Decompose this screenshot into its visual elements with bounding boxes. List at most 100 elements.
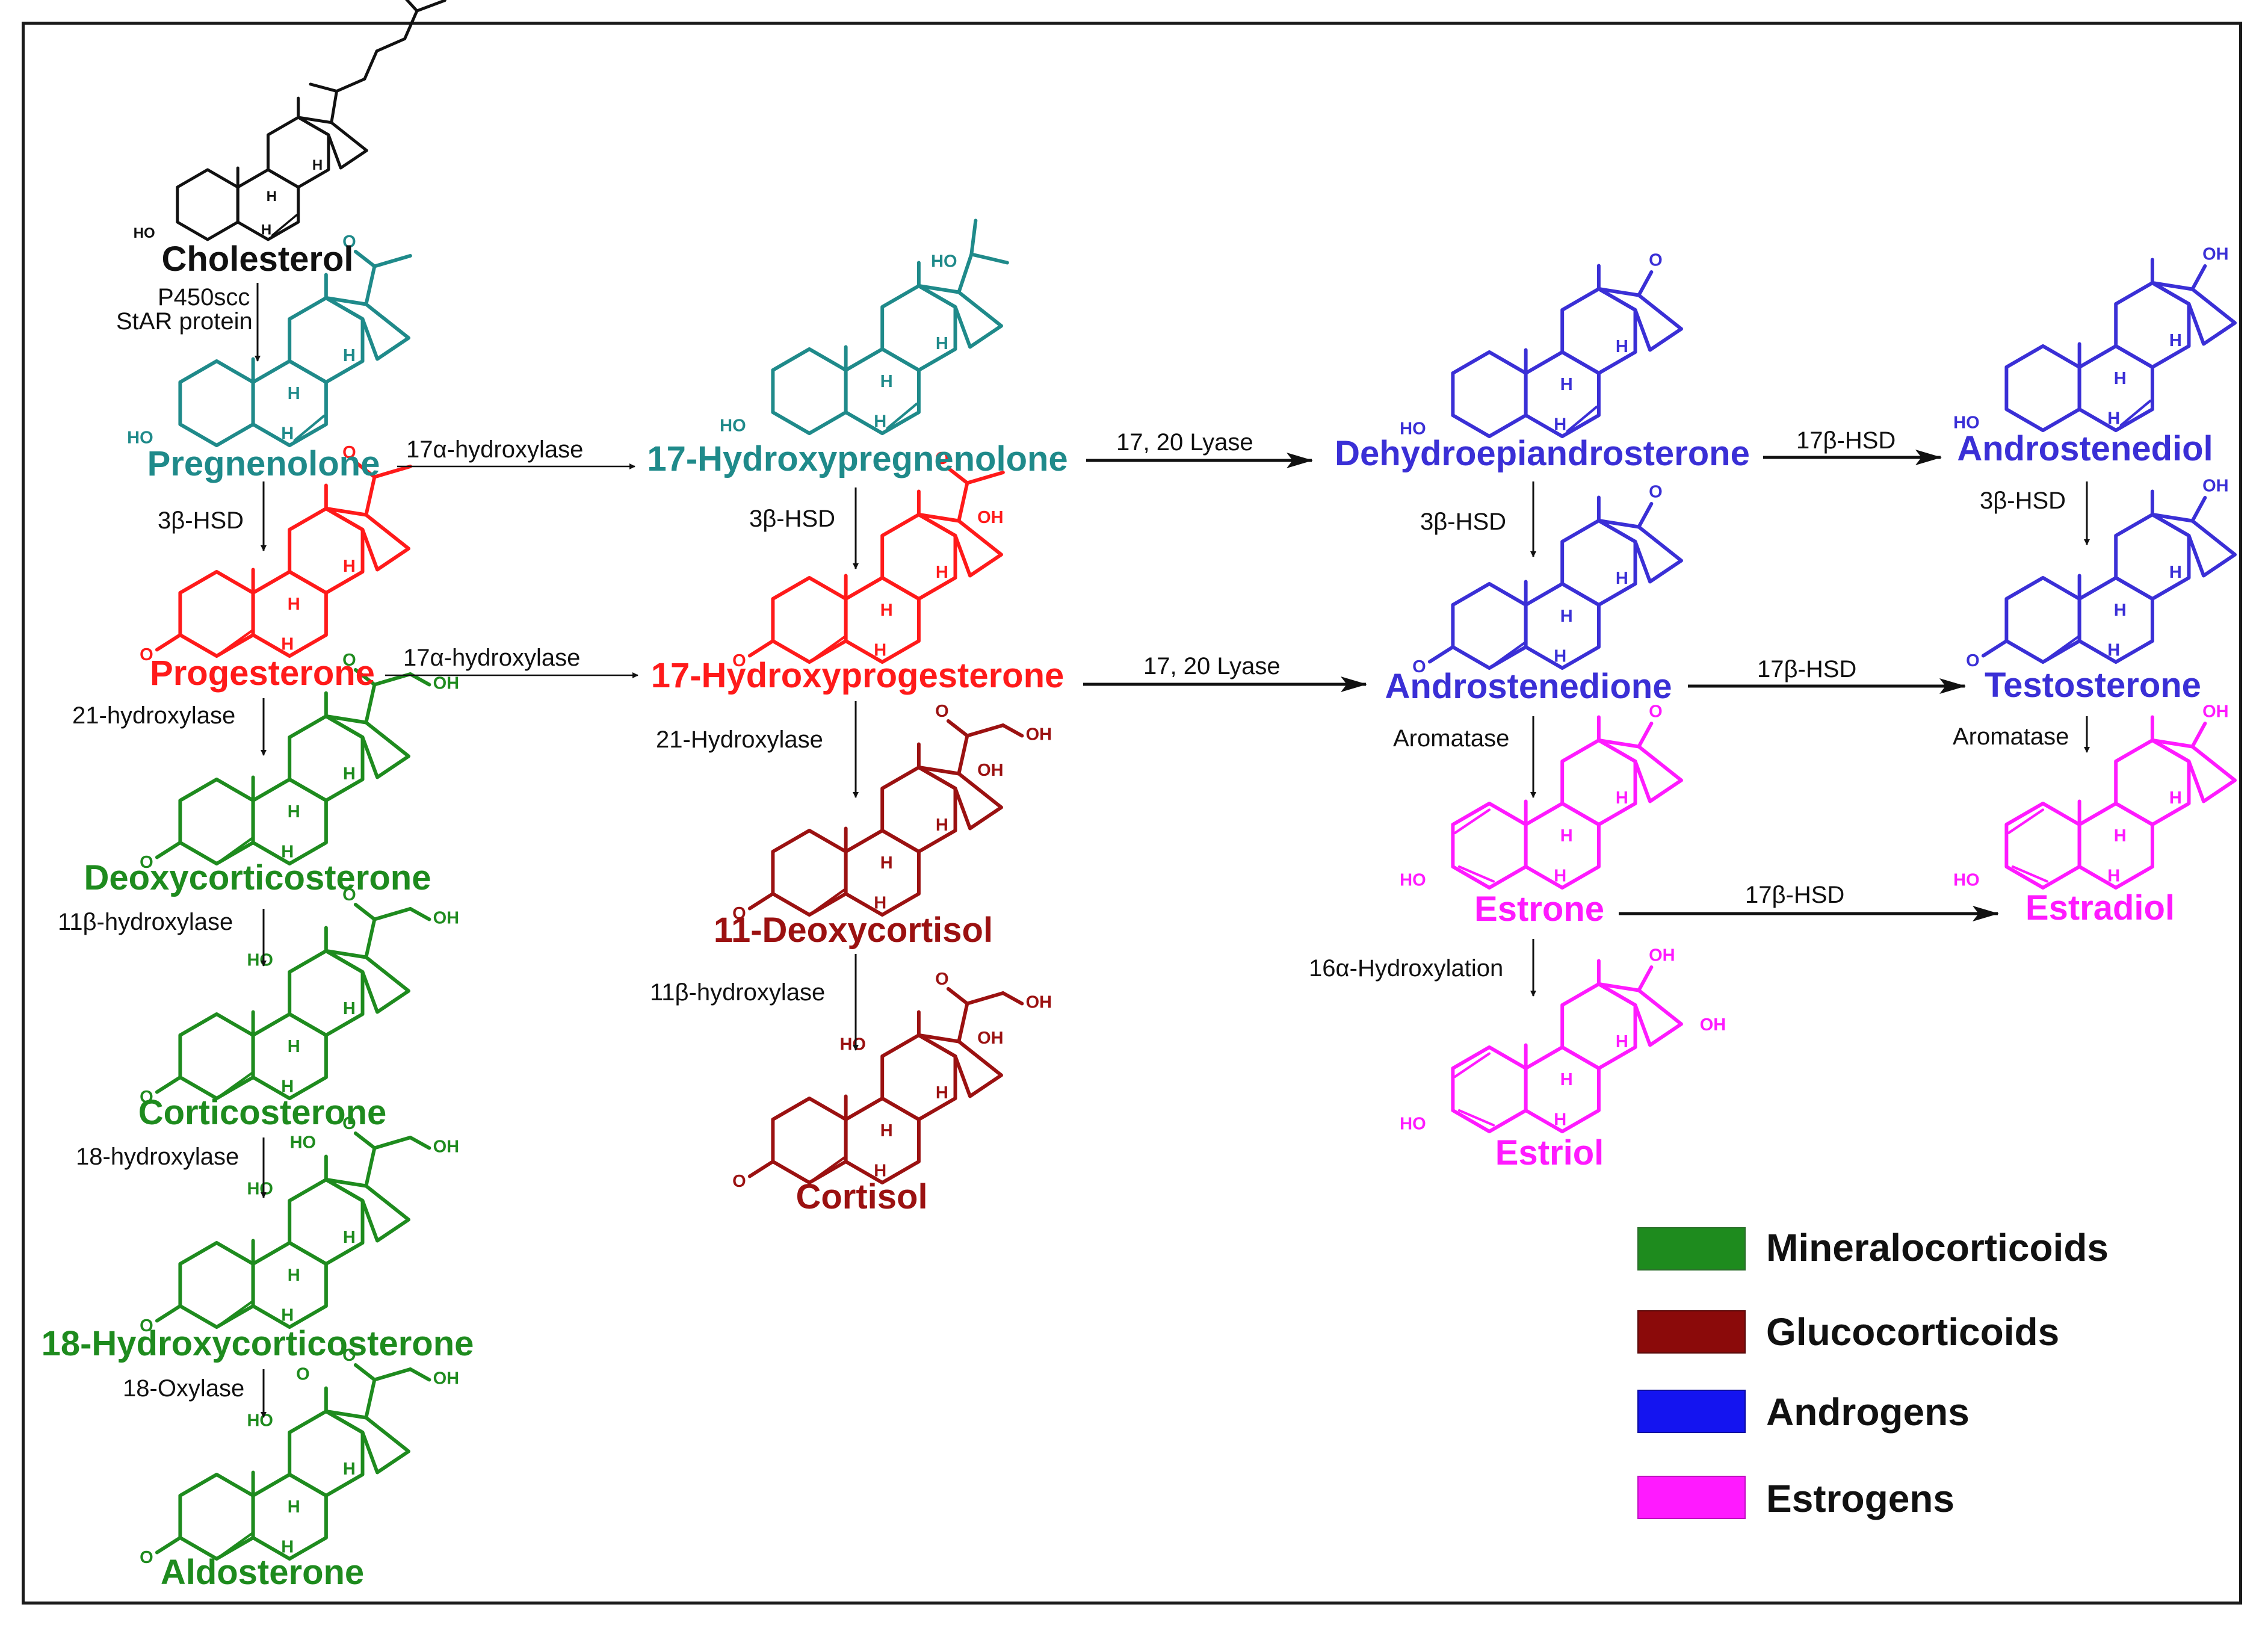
enzyme-17-20-lyase-1: 17, 20 Lyase bbox=[1116, 429, 1253, 456]
svg-text:H: H bbox=[880, 372, 893, 391]
label-cortisol: Cortisol bbox=[796, 1177, 927, 1216]
svg-text:H: H bbox=[1560, 607, 1573, 626]
enzyme-3b-hsd-1: 3β-HSD bbox=[158, 507, 244, 534]
label-deoxycorticosterone: Deoxycorticosterone bbox=[84, 858, 431, 897]
svg-text:H: H bbox=[1560, 826, 1573, 846]
enzyme-17b-hsd-3: 17β-HSD bbox=[1745, 882, 1844, 908]
svg-text:O: O bbox=[732, 904, 746, 923]
svg-text:HO: HO bbox=[1953, 871, 1980, 890]
svg-text:OH: OH bbox=[977, 761, 1004, 780]
svg-text:H: H bbox=[874, 412, 886, 432]
label-androstenedione: Androstenedione bbox=[1385, 667, 1672, 706]
svg-text:H: H bbox=[288, 802, 300, 822]
svg-text:H: H bbox=[874, 1162, 886, 1181]
svg-text:H: H bbox=[2169, 563, 2182, 582]
legend-swatch-estrogens bbox=[1637, 1476, 1746, 1519]
svg-text:OH: OH bbox=[2202, 245, 2229, 264]
legend-label-glucocorticoids: Glucocorticoids bbox=[1766, 1310, 2059, 1354]
label-androstenediol: Androstenediol bbox=[1957, 429, 2213, 468]
svg-text:H: H bbox=[343, 1228, 356, 1247]
label-aldosterone: Aldosterone bbox=[161, 1553, 364, 1592]
label-18-hydroxycorticosterone: 18-Hydroxycorticosterone bbox=[42, 1324, 474, 1363]
svg-text:H: H bbox=[2114, 601, 2127, 620]
svg-text:H: H bbox=[1560, 375, 1573, 394]
svg-text:H: H bbox=[343, 557, 356, 576]
svg-text:H: H bbox=[936, 563, 948, 582]
svg-text:O: O bbox=[1649, 483, 1663, 502]
svg-text:HO: HO bbox=[247, 1411, 273, 1431]
svg-text:H: H bbox=[343, 764, 356, 784]
label-17-hydroxypregnenolone: 17-Hydroxypregnenolone bbox=[647, 439, 1068, 478]
svg-text:H: H bbox=[880, 853, 893, 873]
svg-text:H: H bbox=[936, 816, 948, 835]
svg-text:H: H bbox=[874, 641, 886, 660]
svg-text:O: O bbox=[1649, 702, 1663, 722]
svg-text:OH: OH bbox=[433, 1369, 460, 1388]
enzyme-18-hydroxylase: 18-hydroxylase bbox=[76, 1144, 239, 1170]
svg-text:H: H bbox=[880, 1121, 893, 1141]
reaction-arrows bbox=[255, 283, 2090, 1418]
enzyme-labels: P450scc StAR protein 17α-hydroxylase 3β-… bbox=[58, 284, 2069, 1402]
enzyme-17-20-lyase-2: 17, 20 Lyase bbox=[1143, 653, 1281, 679]
svg-text:HO: HO bbox=[247, 1180, 273, 1199]
svg-text:HO: HO bbox=[720, 416, 746, 436]
svg-text:H: H bbox=[281, 424, 294, 444]
svg-text:HO: HO bbox=[1400, 419, 1426, 439]
svg-text:H: H bbox=[343, 346, 356, 365]
enzyme-21-hydroxylase: 21-hydroxylase bbox=[72, 702, 235, 729]
label-corticosterone: Corticosterone bbox=[138, 1093, 387, 1132]
svg-text:H: H bbox=[1616, 569, 1628, 588]
svg-text:H: H bbox=[281, 1538, 294, 1557]
svg-text:HO: HO bbox=[1400, 871, 1426, 890]
svg-text:H: H bbox=[2114, 826, 2127, 846]
svg-text:OH: OH bbox=[2202, 477, 2229, 496]
svg-text:HO: HO bbox=[1400, 1115, 1426, 1134]
svg-text:H: H bbox=[2114, 369, 2127, 388]
svg-text:H: H bbox=[936, 1083, 948, 1103]
svg-text:O: O bbox=[1649, 251, 1663, 270]
svg-text:OH: OH bbox=[1700, 1015, 1726, 1035]
legend-label-mineralocorticoids: Mineralocorticoids bbox=[1766, 1226, 2109, 1269]
svg-text:OH: OH bbox=[433, 1137, 460, 1157]
svg-text:O: O bbox=[140, 853, 153, 872]
svg-text:O: O bbox=[732, 651, 746, 670]
svg-text:H: H bbox=[1616, 1032, 1628, 1051]
svg-text:H: H bbox=[1616, 788, 1628, 808]
label-11-deoxycortisol: 11-Deoxycortisol bbox=[714, 911, 993, 950]
svg-text:OH: OH bbox=[2202, 702, 2229, 722]
svg-text:O: O bbox=[732, 1172, 746, 1191]
enzyme-star-protein: StAR protein bbox=[116, 308, 253, 335]
svg-text:OH: OH bbox=[433, 909, 460, 928]
label-estrone: Estrone bbox=[1474, 890, 1604, 929]
enzyme-17a-hydroxylase-1: 17α-hydroxylase bbox=[406, 436, 583, 463]
svg-text:H: H bbox=[880, 601, 893, 620]
svg-text:OH: OH bbox=[433, 674, 460, 693]
svg-text:O: O bbox=[140, 1548, 153, 1567]
legend-swatch-androgens bbox=[1637, 1390, 1746, 1433]
svg-text:H: H bbox=[874, 894, 886, 913]
svg-text:OH: OH bbox=[977, 508, 1004, 527]
svg-text:OH: OH bbox=[1026, 725, 1052, 744]
label-testosterone: Testosterone bbox=[1985, 666, 2201, 705]
label-estriol: Estriol bbox=[1495, 1133, 1604, 1172]
enzyme-17b-hsd-2: 17β-HSD bbox=[1757, 656, 1856, 682]
svg-text:OH: OH bbox=[977, 1029, 1004, 1048]
svg-text:H: H bbox=[281, 1077, 294, 1097]
svg-text:HO: HO bbox=[1953, 413, 1980, 433]
enzyme-11b-hydroxylase-2: 11β-hydroxylase bbox=[650, 979, 825, 1006]
svg-text:O: O bbox=[342, 1114, 356, 1133]
